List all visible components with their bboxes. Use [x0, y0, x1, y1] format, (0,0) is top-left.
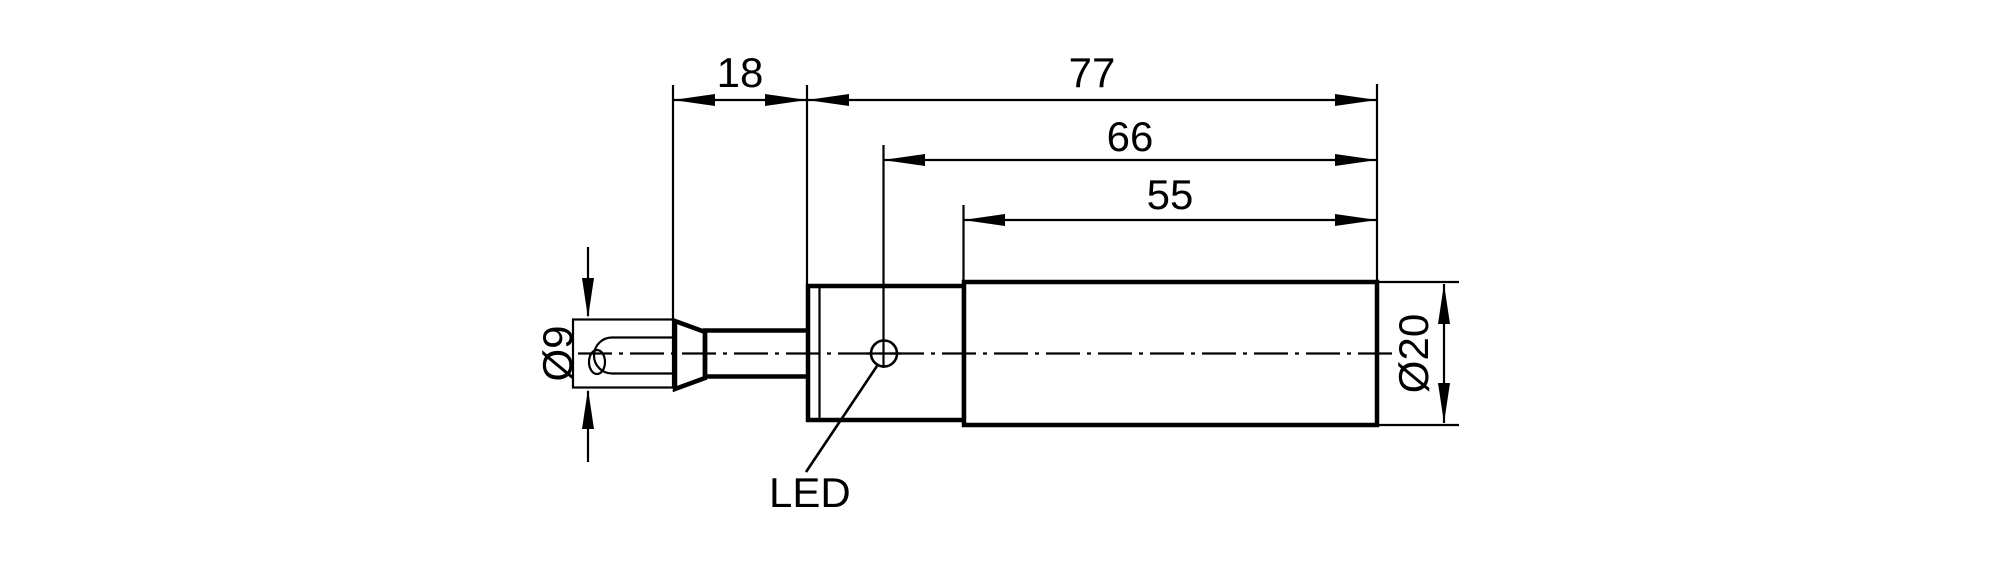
arrowhead-d9-top: [582, 278, 594, 318]
dim-55-label: 55: [1147, 171, 1194, 218]
dimension-housing-diameter: Ø20: [1377, 280, 1459, 427]
connector-slot-end-detail: [587, 348, 607, 376]
arrowhead-d20-bottom: [1438, 383, 1450, 423]
dimension-led-to-front: 66: [882, 113, 1377, 368]
dim-d20-label: Ø20: [1390, 314, 1437, 393]
arrowhead-55-right: [1335, 214, 1377, 226]
arrowhead-55-left: [963, 214, 1005, 226]
arrowhead-d20-top: [1438, 284, 1450, 324]
arrowhead-66-right: [1335, 154, 1377, 166]
arrowhead-77-left: [807, 94, 849, 106]
led-label: LED: [769, 469, 851, 516]
connector-slot-outline: [592, 336, 676, 375]
arrowhead-d9-bottom: [582, 389, 594, 429]
led-marker: LED: [769, 339, 901, 516]
dim-66-label: 66: [1107, 113, 1154, 160]
connector-collet-taper: [672, 317, 708, 393]
dim-18-label: 18: [717, 49, 764, 96]
dimension-barrel-length: 55: [962, 171, 1377, 283]
arrowhead-66-left: [883, 154, 925, 166]
arrowhead-18-right: [765, 94, 807, 106]
arrowhead-18-left: [673, 94, 715, 106]
dimension-connector-length: 18: [671, 49, 809, 320]
dimension-connector-diameter: Ø9: [534, 247, 594, 462]
dim-77-label: 77: [1069, 49, 1116, 96]
led-leader-line: [804, 365, 879, 473]
dimension-overall-length: 77: [807, 49, 1379, 282]
dim-d9-label: Ø9: [534, 325, 581, 381]
arrowhead-77-right: [1335, 94, 1377, 106]
